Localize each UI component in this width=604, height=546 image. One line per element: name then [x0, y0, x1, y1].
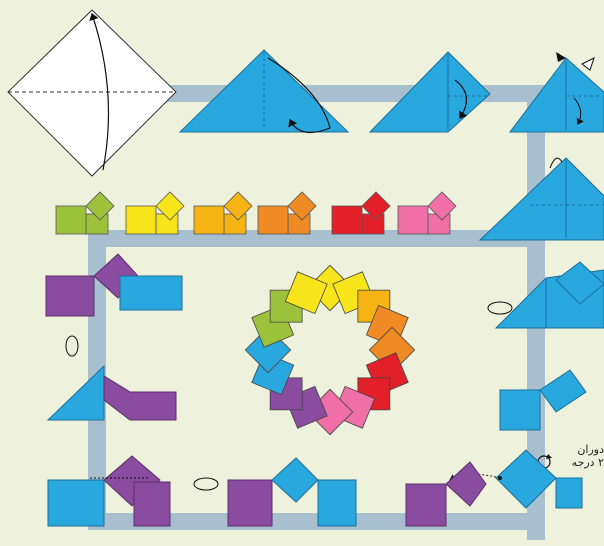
rotate-note: دوران ۲ درجه	[560, 443, 604, 469]
rotate-note-line1: دوران	[560, 443, 604, 456]
rotate-note-line2: ۲ درجه	[560, 456, 604, 469]
